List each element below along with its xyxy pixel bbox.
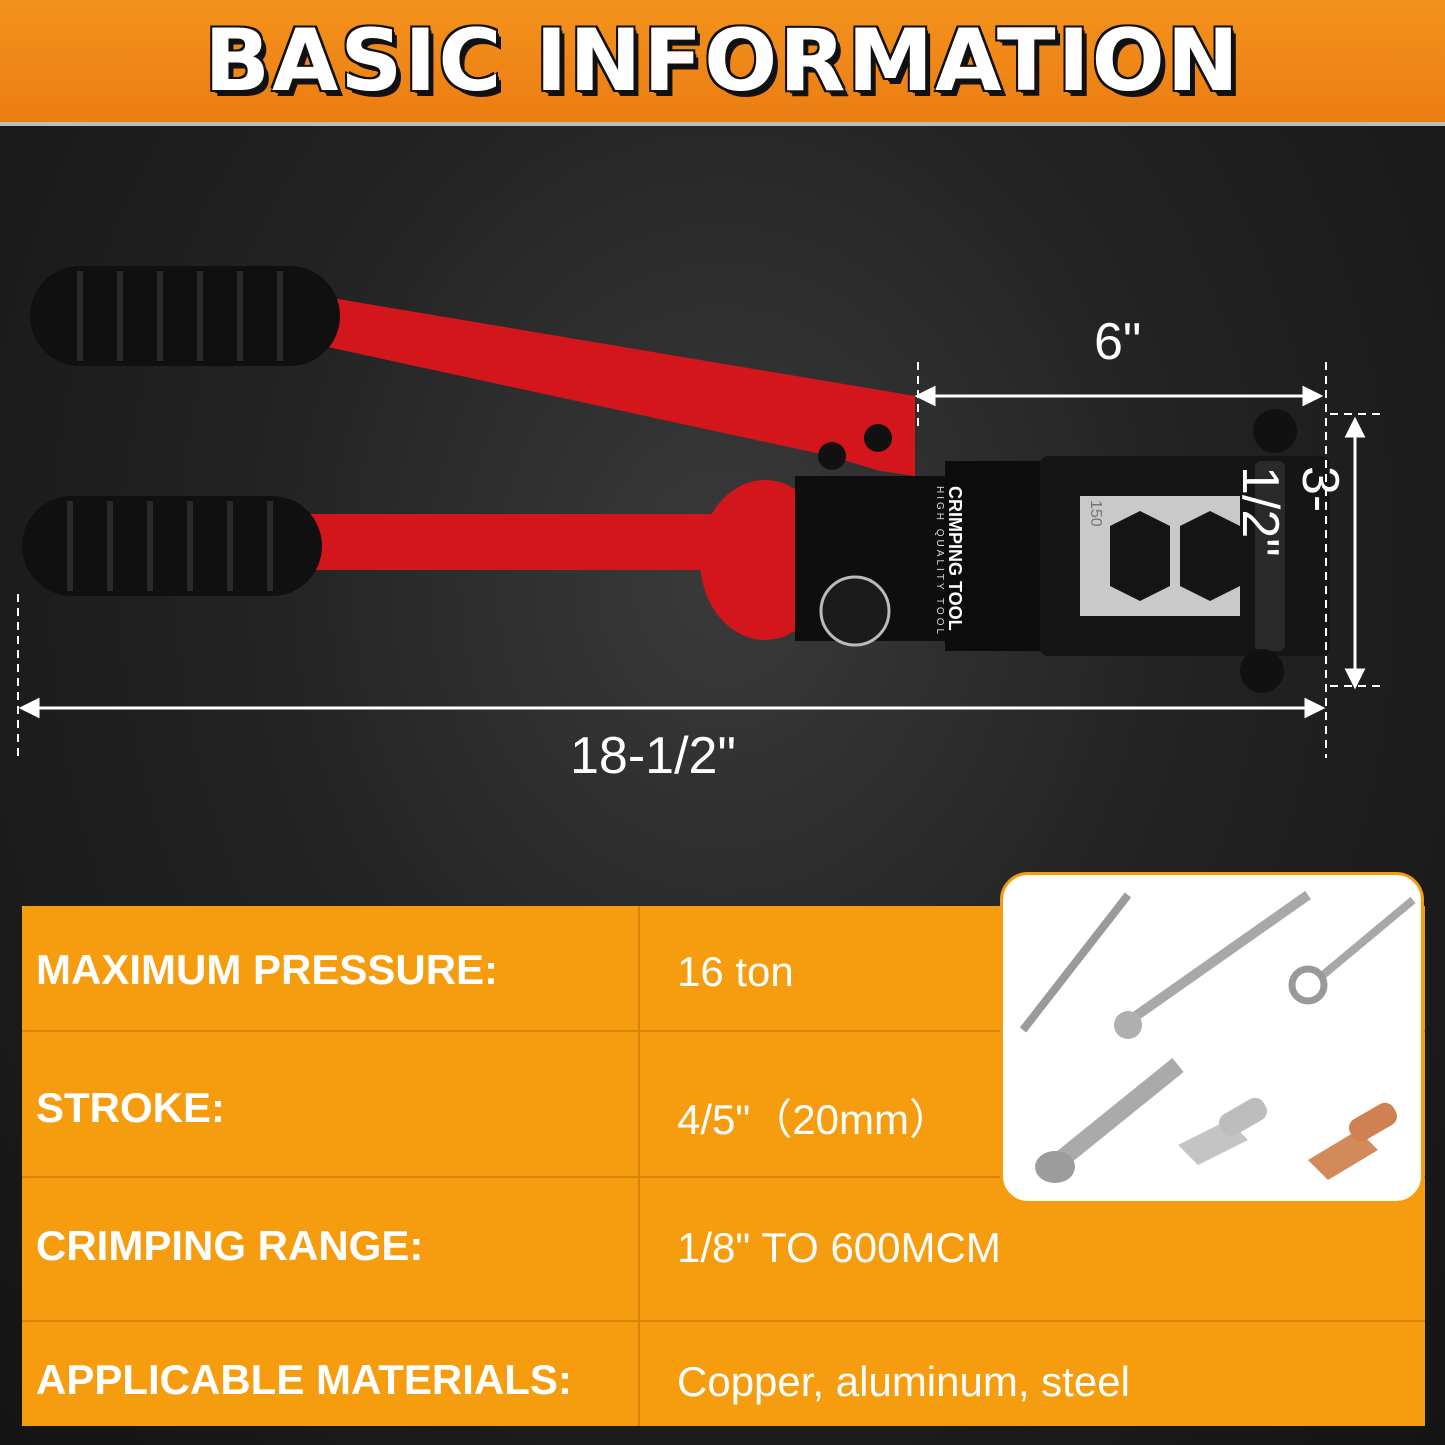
copper-lug-icon: [1308, 1130, 1378, 1180]
head-width-label: 6": [1094, 313, 1142, 371]
accessories-illustration: [1019, 890, 1416, 1183]
pivot-bolt: [864, 424, 892, 452]
knurled-knob-icon: [1253, 409, 1297, 453]
upper-handle: [300, 296, 915, 476]
spec-row-stroke: STROKE: 4/5"（20mm）: [22, 1030, 1425, 1178]
page-title: BASIC INFORMATION: [204, 11, 1241, 111]
head-height-label: 3-1/2": [1231, 466, 1349, 557]
die-size-text: 150: [1087, 500, 1104, 527]
lower-grip-ribs: [67, 501, 273, 591]
spec-label: CRIMPING RANGE:: [36, 1222, 424, 1269]
dimension-lines: [18, 385, 1366, 719]
dome-nut-icon: [1114, 1011, 1142, 1039]
eye-terminal-icon: [1288, 965, 1328, 1005]
head-pin: [1255, 461, 1285, 651]
accessories-photo: [1000, 872, 1424, 1204]
knurled-knob-icon: [1240, 649, 1284, 693]
product-stage: 6" 18-1/2" 3-1/2" CRIMPING TOOL HIGH QUA…: [0, 126, 1445, 906]
die-cavity: [1180, 511, 1240, 601]
spec-table: MAXIMUM PRESSURE: 16 ton STROKE: 4/5"（20…: [22, 906, 1425, 1426]
upper-grip: [30, 266, 340, 366]
crimping-tool-illustration: [17, 266, 1380, 758]
spec-row-range: CRIMPING RANGE: 1/8" TO 600MCM: [22, 1176, 1425, 1322]
release-valve-icon: [819, 575, 891, 647]
spec-row-pressure: MAXIMUM PRESSURE: 16 ton: [22, 906, 1425, 1032]
spec-label: APPLICABLE MATERIALS:: [36, 1356, 572, 1403]
spec-label: STROKE:: [36, 1084, 225, 1131]
spec-label: MAXIMUM PRESSURE:: [36, 946, 499, 993]
label-plate: [945, 461, 1045, 651]
tool-brand-text: CRIMPING TOOL: [945, 486, 965, 631]
spec-value: Copper, aluminum, steel: [677, 1358, 1130, 1405]
tool-tagline-text: HIGH QUALITY TOOL: [934, 486, 945, 638]
lower-handle: [290, 514, 730, 570]
dimension-guides: [17, 362, 1380, 758]
turnbuckle-icon: [1120, 890, 1311, 1030]
column-divider: [638, 906, 640, 1426]
die-cavity: [1110, 511, 1170, 601]
copper-lug-barrel: [1349, 1102, 1397, 1142]
swage-eye-icon: [1320, 896, 1416, 979]
spec-value: 16 ton: [677, 948, 794, 995]
spec-row-materials: APPLICABLE MATERIALS: Copper, aluminum, …: [22, 1320, 1425, 1424]
stud-head-icon: [1035, 1151, 1075, 1183]
lower-grip: [22, 496, 322, 596]
upper-grip-ribs: [77, 271, 283, 361]
aluminum-lug-barrel: [1219, 1097, 1267, 1137]
spec-value: 4/5"（20mm）: [677, 1096, 951, 1143]
title-banner: BASIC INFORMATION: [0, 0, 1445, 126]
overall-length-label: 18-1/2": [570, 727, 736, 785]
lag-screw-icon: [1019, 892, 1132, 1033]
stud-fitting-icon: [1042, 1057, 1184, 1178]
spec-value: 1/8" TO 600MCM: [677, 1224, 1001, 1271]
pivot-bolt: [818, 442, 846, 470]
